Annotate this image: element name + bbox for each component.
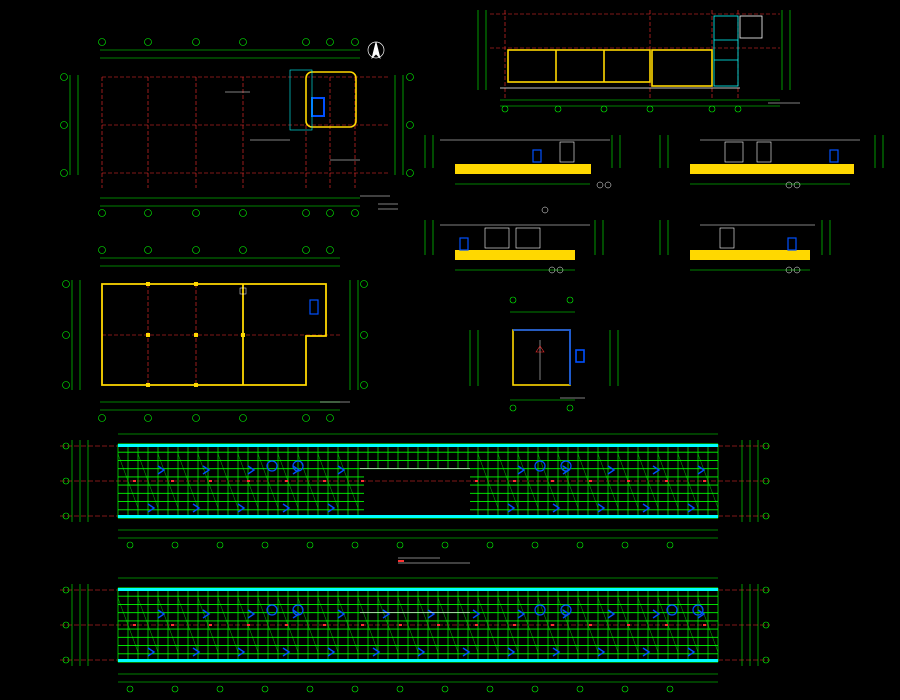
frame-plan-2-view	[60, 577, 770, 693]
elevation-a-view	[424, 135, 621, 189]
elevation-b-view	[659, 135, 884, 189]
north-arrow-icon	[367, 41, 385, 60]
grid-bubbles-top	[60, 38, 414, 217]
roof-plan-view	[62, 246, 368, 422]
elevation-d-view	[659, 220, 831, 274]
axis-lines	[101, 76, 390, 188]
frame-plan-1-view	[60, 433, 770, 549]
elevation-c-view	[424, 206, 604, 274]
section-1-1-view	[477, 10, 800, 113]
legend	[398, 557, 470, 564]
site-plan-view	[60, 38, 414, 217]
detail-plan-view	[469, 296, 619, 412]
elevation-views	[424, 135, 884, 274]
